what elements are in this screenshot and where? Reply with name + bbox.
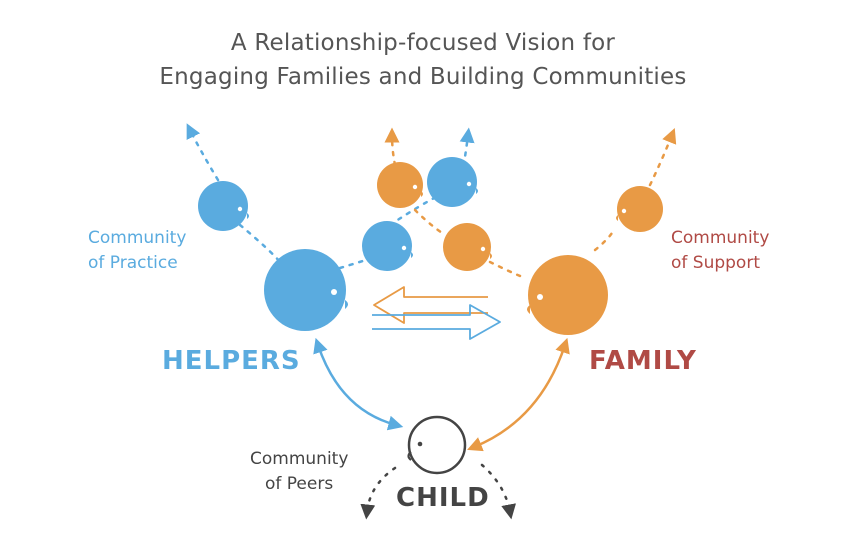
- community-practice-label-2: of Practice: [88, 253, 178, 273]
- helper-head-icon: [198, 181, 249, 231]
- diagram-title-line-1: A Relationship-focused Vision for: [230, 30, 616, 56]
- helper-head-icon: [264, 249, 348, 331]
- diagram-title-line-2: Engaging Families and Building Communiti…: [159, 64, 687, 90]
- family-child-arrow: [467, 337, 570, 452]
- family-head-icon: [377, 162, 423, 208]
- helper-head-icon: [427, 157, 478, 207]
- community-support-label-2: of Support: [671, 253, 760, 273]
- exchange-arrows-icon: [372, 286, 501, 340]
- family-head-icon: [616, 186, 663, 232]
- support-network-lines: [384, 127, 677, 280]
- community-practice-label-1: Community: [88, 228, 187, 248]
- helper-head-icon: [362, 221, 413, 271]
- family-head-icon: [527, 255, 608, 335]
- family-label: FAMILY: [589, 346, 697, 376]
- community-support-label-1: Community: [671, 228, 770, 248]
- child-head-icon: [407, 415, 467, 475]
- community-peers-label-1: Community: [250, 449, 349, 469]
- helpers-label: HELPERS: [162, 346, 301, 376]
- helpers-child-arrow: [313, 337, 404, 431]
- family-head-icon: [443, 223, 492, 271]
- peers-network-lines: [360, 463, 517, 520]
- community-peers-label-2: of Peers: [265, 474, 334, 494]
- child-label: CHILD: [396, 483, 490, 513]
